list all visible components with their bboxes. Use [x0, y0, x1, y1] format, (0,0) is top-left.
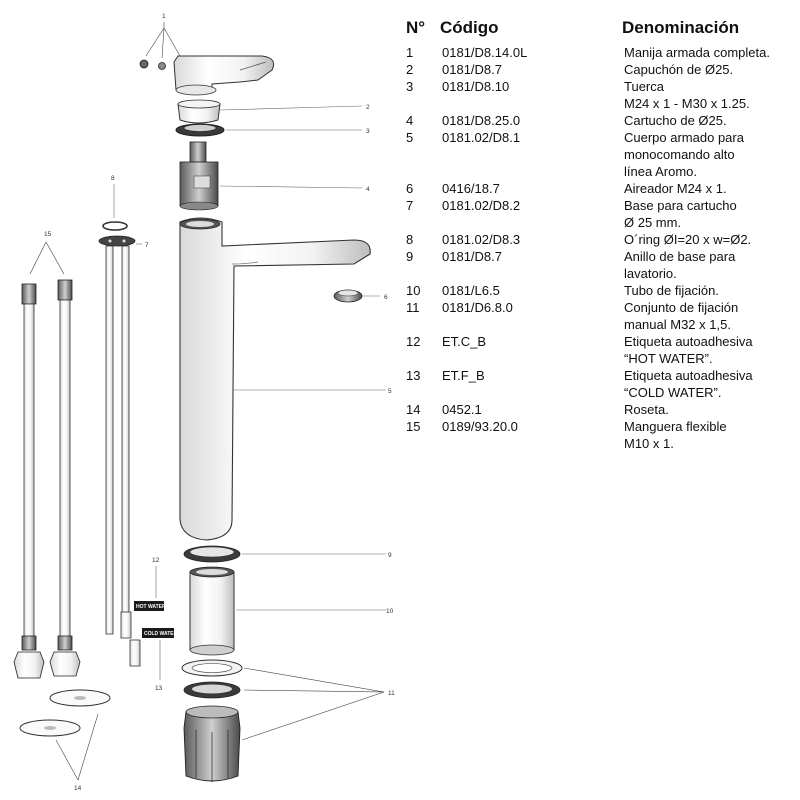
part-hoses: [13, 279, 81, 679]
part-cartridge: [179, 141, 219, 211]
callout-3: 3: [366, 128, 370, 135]
part-rosettes: [19, 689, 111, 737]
part-handle: [139, 55, 275, 96]
svg-text:1: 1: [162, 13, 166, 20]
header-name: Denominación: [622, 18, 740, 37]
part-nut: [175, 123, 225, 137]
hot-water-label: HOT WATER: [134, 601, 166, 611]
part-body: [179, 217, 371, 541]
part-cartridge-base: [98, 235, 141, 667]
exploded-parts-diagram: 1 2 3 4 5 6: [13, 13, 395, 792]
part-fixing-set: [181, 659, 243, 782]
header-code: Código: [440, 18, 499, 37]
callout-11: 11: [241, 667, 395, 741]
part-fixing-tube: [189, 566, 235, 656]
part-oring: [102, 221, 128, 231]
callout-5: 5: [388, 388, 392, 395]
svg-text:COLD WATER: COLD WATER: [144, 631, 178, 637]
table-header: N° Código Denominación: [404, 14, 796, 44]
callout-8: 8: [111, 175, 115, 182]
callout-2: 2: [366, 104, 370, 111]
callout-7: 7: [145, 242, 149, 249]
part-cap: [177, 99, 221, 124]
part-aerator: [333, 289, 363, 303]
cold-water-label: COLD WATER: [142, 628, 178, 638]
leader-2: [219, 105, 363, 111]
leader-4: [219, 185, 363, 189]
callout-10: 10: [386, 608, 394, 615]
svg-text:HOT WATER: HOT WATER: [136, 604, 166, 610]
callout-12: 12: [152, 557, 160, 564]
header-number: N°: [406, 18, 426, 37]
svg-text:15: 15: [44, 231, 52, 238]
callout-15: 15: [29, 231, 65, 275]
callout-14: 14: [55, 713, 99, 792]
callout-9: 9: [388, 552, 392, 559]
callout-1: 1: [145, 13, 181, 59]
callout-4: 4: [366, 186, 370, 193]
svg-text:11: 11: [388, 690, 395, 697]
callout-13: 13: [155, 685, 163, 692]
part-base-ring: [183, 545, 241, 563]
callout-6: 6: [384, 294, 388, 301]
svg-text:14: 14: [74, 785, 82, 792]
